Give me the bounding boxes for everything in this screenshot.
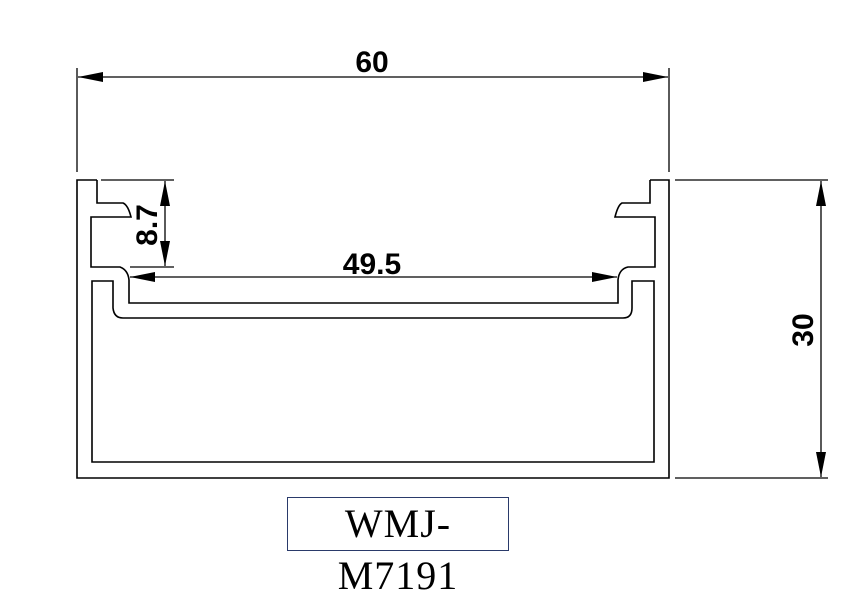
- model-label: WMJ-M7191: [287, 497, 509, 598]
- profile-outline: [76, 179, 670, 479]
- dim-height-text: 30: [787, 313, 820, 346]
- dim-width-text: 60: [355, 46, 388, 79]
- dimension-lines: [76, 68, 828, 479]
- dim-groove-text: 8.7: [131, 204, 164, 246]
- profile-drawing: 60 49.5 8.7 30: [76, 46, 828, 479]
- dim-inner-text: 49.5: [343, 248, 401, 281]
